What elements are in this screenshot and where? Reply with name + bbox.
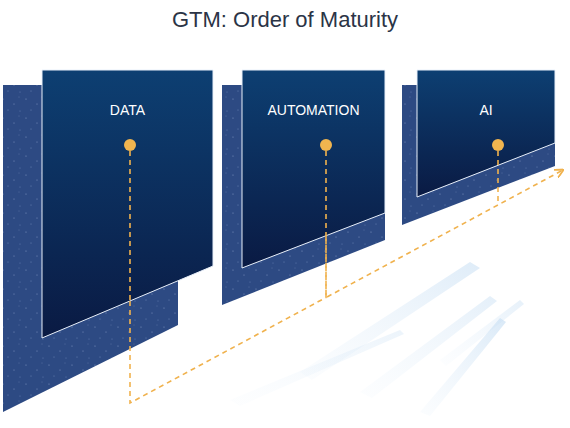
maturity-connector (326, 170, 563, 298)
panel-label: DATA (42, 101, 213, 119)
marker-dot (124, 139, 136, 151)
drop-line (129, 151, 131, 301)
panel-shape (242, 70, 385, 268)
panel-label: AUTOMATION (242, 101, 385, 119)
dots (124, 139, 504, 151)
light-streaks (230, 262, 524, 416)
maturity-connector (130, 236, 326, 403)
light-streak (230, 330, 404, 406)
stage-panel: AI (417, 70, 555, 197)
stage-panel: AUTOMATION (242, 70, 385, 268)
drop-lines (130, 151, 498, 301)
marker-dot (492, 139, 504, 151)
light-streak (440, 300, 524, 366)
drop-line (497, 151, 499, 205)
drop-line (325, 151, 327, 236)
panel-shape (417, 70, 555, 197)
stage-panel: DATA (42, 70, 213, 338)
panel-label: AI (417, 101, 555, 119)
light-streak (420, 318, 506, 416)
front-panel (417, 70, 555, 197)
front-panel (242, 70, 385, 268)
front-panel (42, 70, 213, 338)
marker-dot (320, 139, 332, 151)
diagram-title: GTM: Order of Maturity (0, 7, 570, 33)
